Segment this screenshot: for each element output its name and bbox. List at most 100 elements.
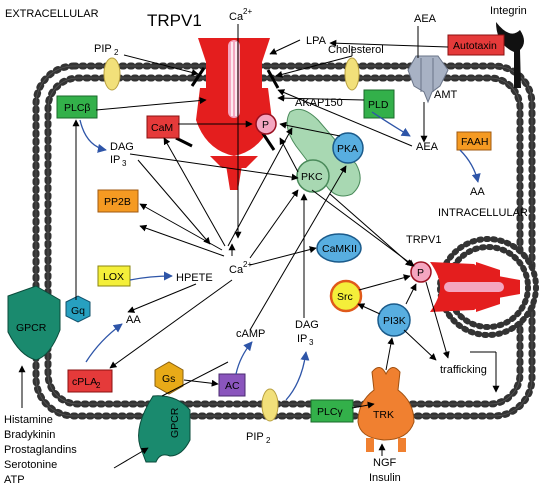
growth-factor-item: Insulin [369, 472, 401, 484]
svg-text:Gq: Gq [71, 305, 85, 317]
ligand-list: Histamine Bradykinin Prostaglandins Sero… [4, 414, 77, 486]
aa-left-label: AA [126, 314, 141, 326]
pip2-top-label: PIP 2 [94, 43, 119, 57]
phosphate-main: P [255, 113, 277, 135]
camp-label: cAMP [236, 328, 265, 340]
ip3-top-label: IP 3 [110, 154, 127, 168]
camkii-node: CaMKII [316, 233, 362, 263]
trk-receptor: TRK [357, 367, 415, 452]
svg-text:P: P [417, 267, 424, 279]
cam-box: CaM [146, 115, 180, 139]
intracellular-label: INTRACELLULAR [438, 207, 528, 219]
integrin-label: Integrin [490, 5, 527, 17]
svg-text:IP: IP [297, 333, 307, 345]
pkc-node: PKC [296, 159, 330, 193]
svg-text:CaMKII: CaMKII [322, 243, 357, 255]
svg-text:CaM: CaM [151, 122, 173, 134]
svg-text:PIP: PIP [94, 43, 112, 55]
ligand-item: Prostaglandins [4, 444, 77, 456]
enzymatic-arrows [79, 111, 481, 401]
svg-text:Ca: Ca [229, 11, 244, 23]
phosphate-vesicle: P [410, 261, 432, 283]
dag-top-label: DAG [110, 141, 134, 153]
svg-text:FAAH: FAAH [461, 136, 488, 148]
svg-text:2+: 2+ [243, 260, 252, 269]
pp2b-box: PP2B [97, 189, 139, 213]
ligand-item: ATP [4, 474, 25, 486]
svg-text:cPLA: cPLA [72, 376, 97, 388]
cpla2-box: cPLA 2 [67, 369, 113, 393]
gpcr-left: GPCR [7, 285, 61, 361]
svg-text:PKA: PKA [337, 143, 358, 155]
faah-box: FAAH [456, 131, 492, 151]
akap150-shape [286, 108, 361, 197]
svg-text:PLCβ: PLCβ [64, 102, 90, 114]
ligand-item: Histamine [4, 414, 53, 426]
lpa-label: LPA [306, 35, 327, 47]
ca-center-label: Ca 2+ [229, 260, 252, 276]
amt-transporter [407, 55, 449, 104]
cholesterol-label: Cholesterol [328, 44, 384, 56]
svg-text:AC: AC [225, 380, 240, 392]
amt-label: AMT [434, 89, 458, 101]
svg-text:IP: IP [110, 154, 120, 166]
trpv1-main-label: TRPV1 [147, 11, 202, 30]
svg-text:2: 2 [114, 48, 119, 57]
lox-box: LOX [97, 265, 131, 287]
growth-factor-list: NGF Insulin [369, 457, 401, 484]
pld-box: PLD [363, 89, 395, 119]
svg-text:PLD: PLD [368, 99, 389, 111]
ligand-item: Bradykinin [4, 429, 55, 441]
aea-top-label: AEA [414, 13, 437, 25]
hpete-label: HPETE [176, 272, 213, 284]
dag-bottom-label: DAG [295, 319, 319, 331]
ca-top-label: Ca 2+ [229, 7, 252, 23]
ac-box: AC [218, 373, 246, 397]
extracellular-label: EXTRACELLULAR [5, 8, 99, 20]
svg-text:Gs: Gs [162, 373, 175, 385]
cell-membrane [32, 62, 536, 420]
svg-text:2: 2 [266, 436, 271, 445]
pip2-bottom-label: PIP 2 [246, 431, 271, 445]
aea-mid-label: AEA [416, 141, 439, 153]
svg-text:2: 2 [96, 381, 101, 390]
svg-text:3: 3 [309, 338, 314, 347]
pip2-top-shape [103, 57, 121, 91]
svg-text:GPCR: GPCR [169, 407, 181, 438]
svg-text:PIP: PIP [246, 431, 264, 443]
svg-text:PI3K: PI3K [383, 315, 406, 327]
akap150-label: AKAP150 [295, 97, 343, 109]
svg-text:3: 3 [122, 159, 127, 168]
svg-text:TRK: TRK [373, 409, 394, 421]
svg-text:LOX: LOX [103, 271, 124, 283]
svg-text:2+: 2+ [243, 7, 252, 16]
svg-text:PP2B: PP2B [104, 196, 131, 208]
trpv1-vesicle-label: TRPV1 [406, 234, 441, 246]
pi3k-node: PI3K [377, 303, 411, 337]
gq-hexagon: Gq [65, 295, 91, 323]
trpv1-channel-vesicle [430, 262, 520, 312]
src-node: Src [329, 279, 363, 313]
cholesterol-shape [344, 57, 360, 91]
plcg-box: PLCγ [310, 399, 354, 423]
svg-text:Autotaxin: Autotaxin [453, 40, 497, 52]
ligand-item: Serotonine [4, 459, 57, 471]
growth-factor-item: NGF [373, 457, 397, 469]
svg-text:Ca: Ca [229, 264, 244, 276]
gpcr-bottom: GPCR [138, 395, 191, 463]
ip3-bottom-label: IP 3 [297, 333, 314, 347]
pip2-bottom-shape [261, 388, 279, 422]
svg-text:GPCR: GPCR [16, 322, 47, 334]
plcb-box: PLCβ [56, 95, 98, 119]
autotaxin-box: Autotaxin [447, 34, 505, 56]
trafficking-label: trafficking [440, 364, 487, 376]
pathway-arrows [18, 24, 500, 469]
svg-text:Src: Src [337, 291, 353, 303]
svg-text:PLCγ: PLCγ [317, 406, 343, 418]
svg-text:PKC: PKC [301, 171, 323, 183]
aa-right-label: AA [470, 186, 485, 198]
pka-node: PKA [332, 132, 364, 164]
svg-text:P: P [262, 119, 269, 131]
gs-hexagon: Gs [154, 361, 184, 395]
